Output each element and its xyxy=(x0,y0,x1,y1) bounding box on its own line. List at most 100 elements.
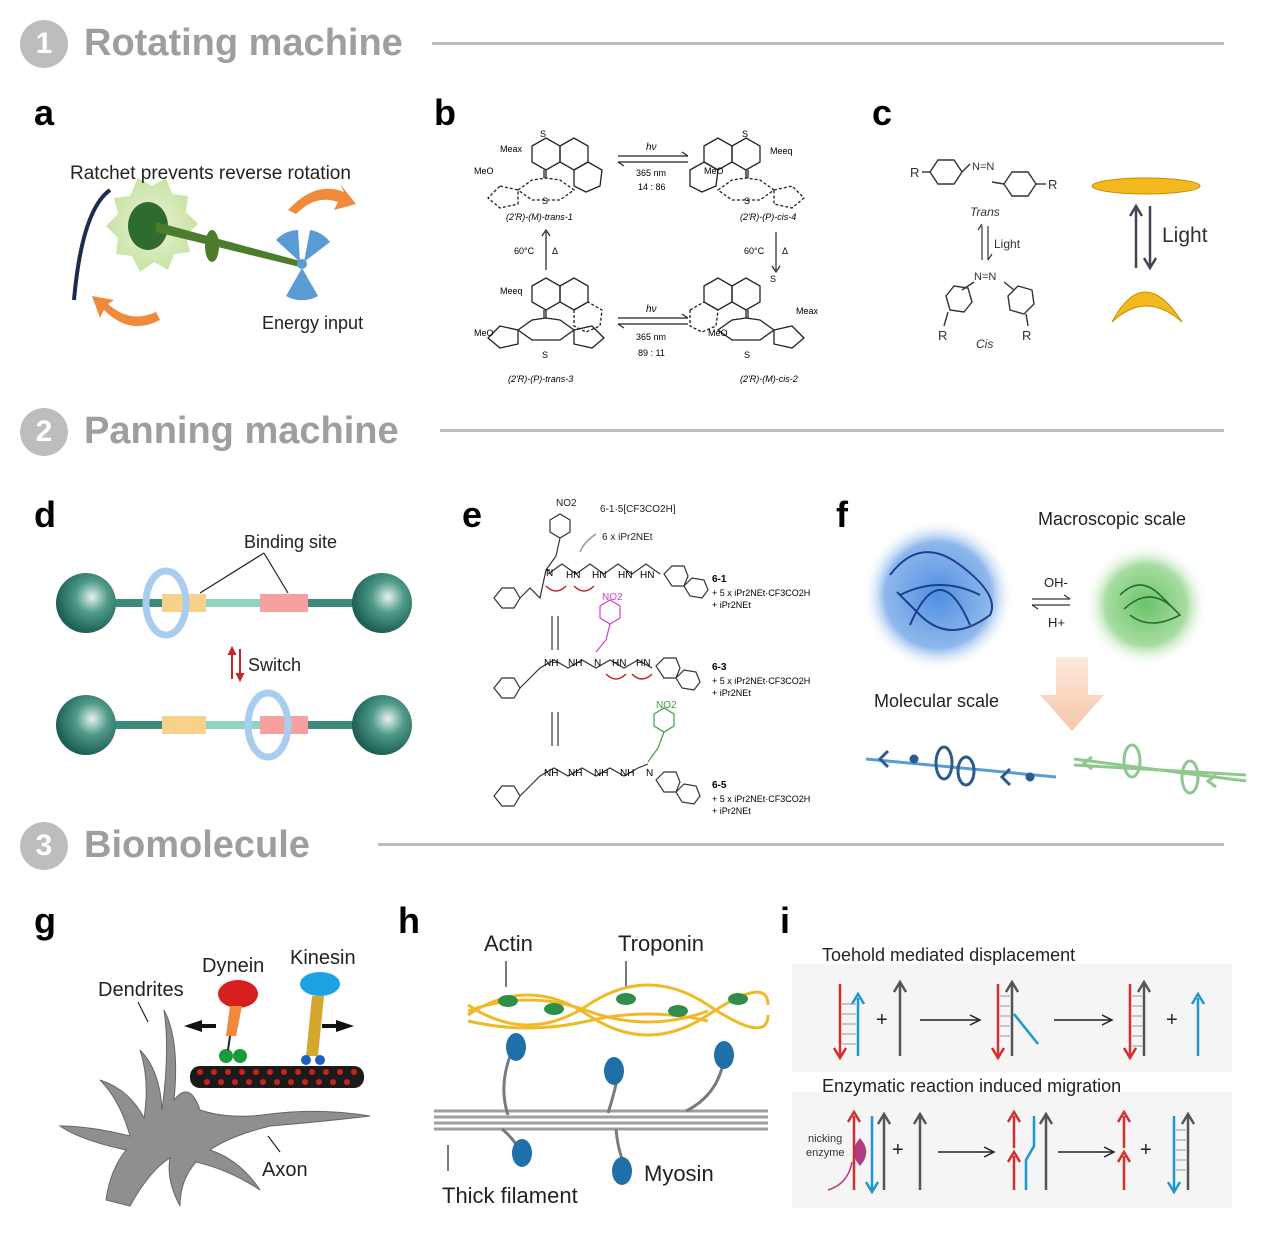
hn-label: HN xyxy=(636,658,650,669)
section-number: 3 xyxy=(20,822,68,870)
no2-label: NO2 xyxy=(602,592,623,603)
hn-label: HN xyxy=(618,570,632,581)
section-number: 1 xyxy=(20,20,68,68)
s-label: S xyxy=(742,130,748,139)
hv-label: hν xyxy=(646,304,657,315)
toehold-title: Toehold mediated displacement xyxy=(822,945,1075,965)
dendrites-label: Dendrites xyxy=(98,979,184,1001)
benzene-ring xyxy=(1003,171,1037,197)
hn-label: HN xyxy=(640,570,654,581)
meo-label: MeO xyxy=(474,328,494,338)
panel-label-i: i xyxy=(780,900,791,941)
panel-label-b: b xyxy=(434,92,456,133)
molecular-label: Molecular scale xyxy=(874,691,999,711)
axle-segment xyxy=(200,599,260,607)
binding-site-label: Binding site xyxy=(244,532,337,552)
macrocycle-ring xyxy=(244,689,292,761)
enzyme-label: enzyme xyxy=(806,1147,845,1159)
nicking-enzyme-icon xyxy=(853,1138,867,1166)
binding-site-a xyxy=(162,716,206,734)
hv-label: hν xyxy=(646,142,657,153)
n-label: N xyxy=(646,768,653,779)
r-label: R xyxy=(1048,177,1057,192)
panel-label-d: d xyxy=(34,494,56,535)
compound-label: 6-1 xyxy=(712,574,727,585)
hn-label: HN xyxy=(612,658,626,669)
enzymatic-row: nicking enzyme + + xyxy=(806,1109,1196,1195)
wavelength-label: 365 nm xyxy=(636,332,666,342)
panel-label-h: h xyxy=(398,900,420,941)
polymer-network xyxy=(1119,584,1182,624)
transition-arrow-icon xyxy=(1040,657,1104,731)
cis-label: Cis xyxy=(976,337,993,351)
hop-arrow-icon xyxy=(545,585,567,592)
structure-top-left xyxy=(487,137,603,209)
bent-state-shape xyxy=(1111,291,1183,323)
compound-label: (2'R)-(P)-cis-4 xyxy=(740,212,796,222)
base-label: 6 x iPr2NEt xyxy=(602,532,653,543)
ratio-label: 89 : 11 xyxy=(638,348,665,358)
free-base-label: + iPr2NEt xyxy=(712,688,751,698)
temp-label: 60°C xyxy=(744,246,765,256)
thick-filament xyxy=(434,1109,768,1131)
h-label: H+ xyxy=(1048,615,1065,630)
microtubule xyxy=(190,1066,364,1088)
section-number: 2 xyxy=(20,408,68,456)
panel-i-strand-displacement: Toehold mediated displacement + + Enzyma… xyxy=(792,945,1232,1208)
hop-arrow-icon xyxy=(605,673,627,680)
green-rotaxane xyxy=(1073,743,1247,795)
compound-label: (2'R)-(M)-cis-2 xyxy=(740,374,798,384)
plus-sign: + xyxy=(1140,1139,1152,1161)
myosin-label: Myosin xyxy=(644,1161,714,1186)
me-ax-label: Meax xyxy=(796,306,819,316)
panel-label-c: c xyxy=(872,92,893,133)
no2-label: NO2 xyxy=(556,498,577,509)
nh-label: NH xyxy=(594,768,608,779)
stopper-right xyxy=(352,695,412,755)
s-label: S xyxy=(770,274,776,284)
kinesin-motor xyxy=(300,972,340,1065)
hop-arrow-icon xyxy=(573,585,595,592)
panel-label-e: e xyxy=(462,494,483,535)
section-divider xyxy=(432,42,1224,45)
section-title: Biomolecule xyxy=(84,824,310,866)
kinesin-label: Kinesin xyxy=(290,947,356,969)
swollen-gel-blob xyxy=(862,519,1014,671)
ratio-label: 14 : 86 xyxy=(638,182,666,192)
meo-label: MeO xyxy=(708,328,728,338)
nicking-label: nicking xyxy=(808,1133,842,1145)
me-eq-label: Meeq xyxy=(500,286,523,296)
section-title: Panning machine xyxy=(84,410,399,452)
left-arrow-icon xyxy=(184,1020,216,1032)
s-label: S xyxy=(540,130,546,139)
free-base-label: + iPr2NEt xyxy=(712,600,751,610)
macrocycle-ring xyxy=(142,567,190,639)
n-label: N xyxy=(594,658,601,669)
s-label: S xyxy=(542,350,548,360)
oh-label: OH- xyxy=(1044,575,1068,590)
section-title: Rotating machine xyxy=(84,22,403,64)
temp-label: 60°C xyxy=(514,246,535,256)
blue-rotaxane xyxy=(865,745,1057,787)
wavelength-label: 365 nm xyxy=(636,168,666,178)
panel-e-walker-scheme: NO2 6-1·5[CF3CO2H] 6 x iPr2NEt N HN HN H… xyxy=(493,498,810,816)
delta-label: Δ xyxy=(782,246,788,256)
stopper-left xyxy=(56,573,116,633)
compound-label: (2'R)-(M)-trans-1 xyxy=(506,212,573,222)
polymer-network xyxy=(889,551,993,631)
axle-segment xyxy=(200,721,260,729)
r-label: R xyxy=(1022,328,1031,343)
dynein-label: Dynein xyxy=(202,955,264,977)
s-label: S xyxy=(744,350,750,360)
nh-label: NH xyxy=(620,768,634,779)
panel-d-shuttle: Binding site Switch xyxy=(56,532,412,761)
hn-label: HN xyxy=(566,570,580,581)
actin-label: Actin xyxy=(484,931,533,956)
nh-label: NH xyxy=(568,768,582,779)
nh-label: NH xyxy=(544,658,558,669)
nh-label: NH xyxy=(544,768,558,779)
me-ax-label: Meax xyxy=(500,144,523,154)
stopper-left xyxy=(56,695,116,755)
compound-label: (2'R)-(P)-trans-3 xyxy=(508,374,573,384)
me-eq-label: Meeq xyxy=(770,146,793,156)
